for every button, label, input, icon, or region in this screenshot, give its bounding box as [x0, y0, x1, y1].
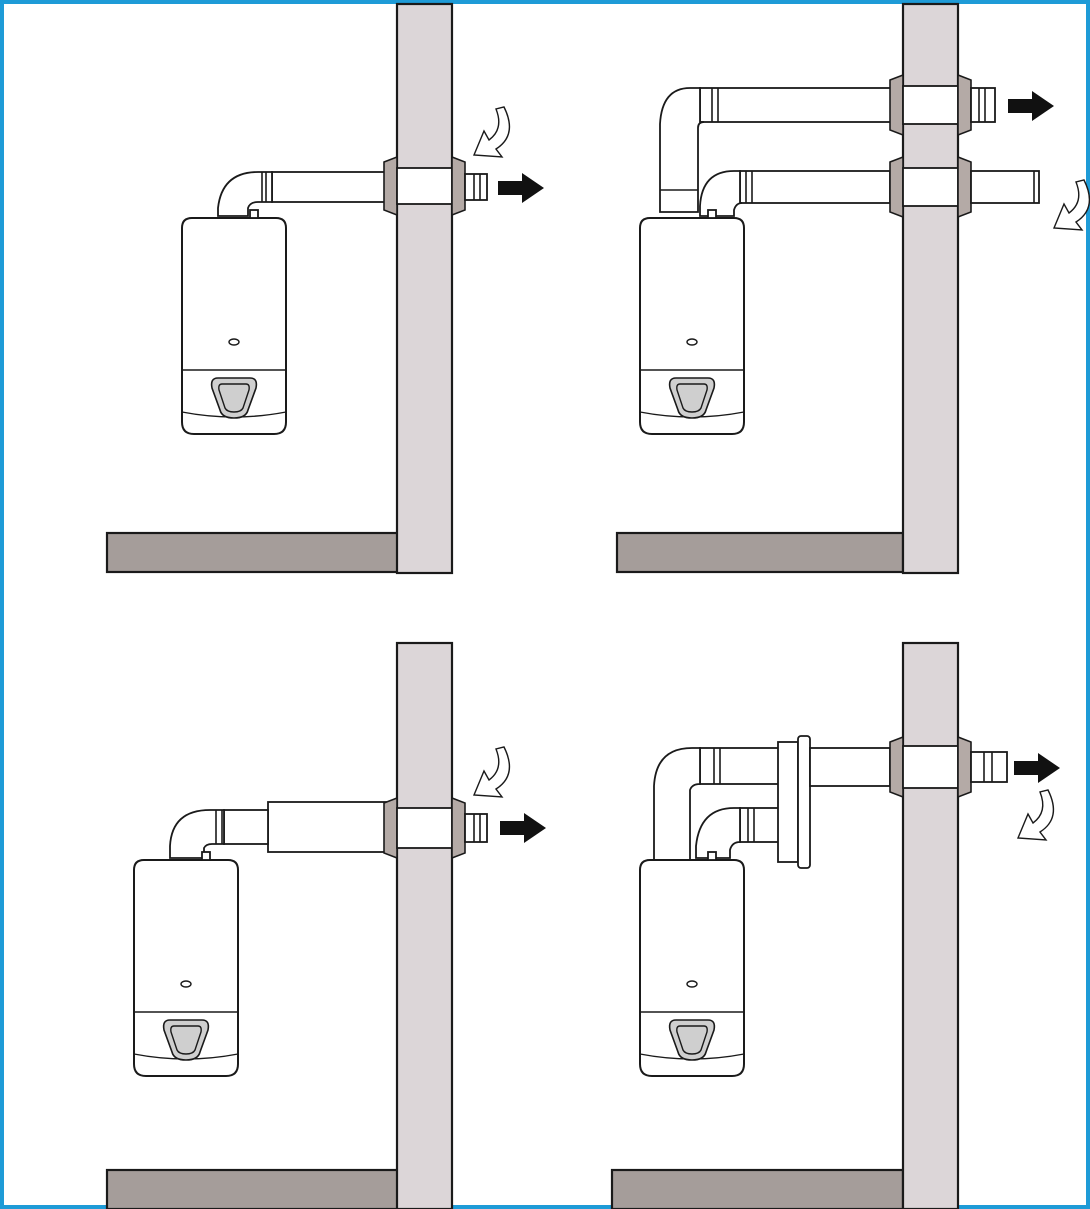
wall — [901, 641, 960, 1209]
flue-elbow — [169, 809, 225, 859]
panel-twin-pipe-horizontal-flue — [615, 2, 1090, 575]
intake-elbow — [699, 170, 743, 217]
flue-pipe — [271, 171, 391, 203]
flue-pipe — [223, 809, 269, 845]
wall — [395, 2, 454, 575]
exhaust-elbow — [659, 87, 705, 213]
exhaust-elbow — [653, 747, 701, 861]
flue-terminal — [464, 813, 488, 843]
boiler-icon — [133, 851, 239, 1077]
panel-coaxial-horizontal-flue — [105, 2, 544, 575]
wall-flange-inner — [383, 155, 398, 217]
floor-slab — [615, 531, 905, 574]
panel-coaxial-horizontal-flue-extended — [105, 641, 546, 1209]
floor-slab — [610, 1168, 905, 1209]
air-intake-arrow-icon — [473, 106, 511, 158]
air-intake-arrow-icon — [1053, 179, 1090, 231]
floor-slab — [105, 531, 400, 574]
exhaust-arrow-icon — [1014, 753, 1060, 783]
boiler-icon — [181, 209, 287, 435]
wall — [395, 641, 454, 1209]
boiler-icon — [639, 851, 745, 1077]
flue-pipe — [809, 747, 891, 787]
flue-terminal — [970, 751, 1008, 783]
exhaust-terminal — [970, 87, 996, 123]
intake-elbow — [695, 807, 741, 859]
flue-terminal — [464, 173, 488, 201]
exhaust-pipe — [699, 87, 897, 123]
flue-elbow — [217, 171, 273, 217]
air-intake-arrow-icon — [473, 746, 511, 798]
flue-extension — [267, 801, 391, 853]
exhaust-arrow-icon — [498, 173, 544, 203]
intake-terminal — [970, 170, 1040, 204]
adapter — [777, 741, 799, 863]
exhaust-arrow-icon — [500, 813, 546, 843]
floor-slab — [105, 1168, 400, 1209]
air-intake-arrow-icon — [1017, 789, 1055, 841]
wall-flange-outer — [451, 155, 466, 217]
wall-sleeve — [396, 167, 453, 205]
boiler-icon — [639, 209, 745, 435]
exhaust-arrow-icon — [1008, 91, 1054, 121]
panel-twin-pipe-to-coaxial-adapter-flue — [610, 641, 1060, 1209]
intake-pipe — [739, 170, 891, 204]
